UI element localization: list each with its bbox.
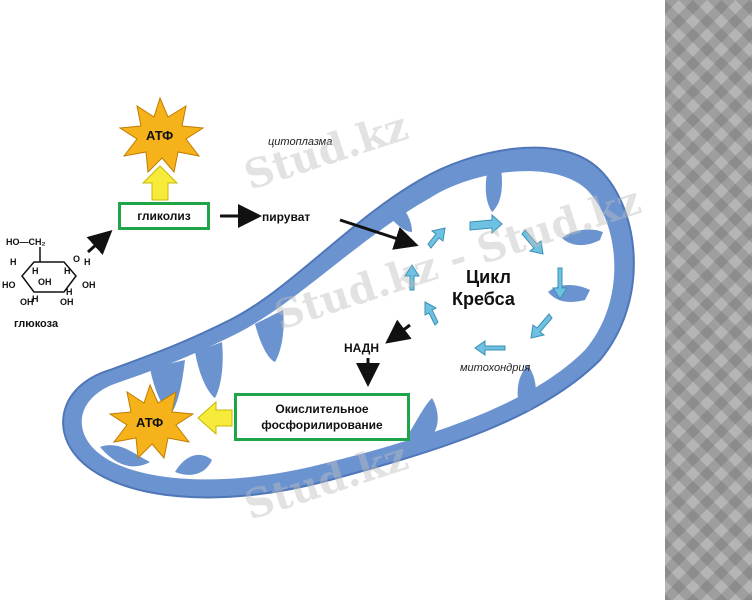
- glycolysis-box: гликолиз: [118, 202, 210, 230]
- glucose-h: H: [32, 294, 39, 304]
- crista: [100, 445, 150, 467]
- crista: [385, 200, 412, 232]
- black-arrows: [86, 204, 419, 387]
- glucose-o: O: [73, 254, 80, 264]
- crista: [150, 360, 185, 415]
- crista: [255, 310, 284, 362]
- glucose-structure: [21, 247, 77, 293]
- glucose-h: H: [64, 266, 71, 276]
- glucose-h: H: [66, 287, 73, 297]
- oxphos-label-line2: фосфорилирование: [261, 418, 383, 432]
- crista: [405, 398, 438, 440]
- atp-star-bottom: [108, 383, 195, 460]
- glucose-h: H: [10, 257, 17, 267]
- crista: [195, 342, 223, 398]
- glucose-ho: HO: [2, 280, 16, 290]
- glucose-oh: OH: [20, 297, 34, 307]
- glucose-oh: OH: [82, 280, 96, 290]
- krebs-cycle-arrows: [404, 213, 568, 356]
- oxphos-label-line1: Окислительное: [275, 402, 369, 416]
- pyruvate-label: пируват: [262, 210, 310, 224]
- crista: [485, 162, 503, 212]
- arrow-glycolysis-to-atp: [141, 165, 179, 201]
- crista: [562, 229, 603, 246]
- glucose-h: H: [32, 266, 39, 276]
- atp-star-top: [118, 96, 205, 174]
- glucose-oh: OH: [60, 297, 74, 307]
- nadh-label: НАДН: [344, 341, 379, 355]
- glucose-ho-ch2: HO—CH₂: [6, 237, 46, 247]
- crista: [517, 365, 536, 412]
- atp-bottom-label: АТФ: [136, 415, 163, 430]
- krebs-label-line2: Кребса: [452, 289, 516, 309]
- watermark-1: Stud.kz: [239, 103, 414, 200]
- glucose-oh: OH: [38, 277, 52, 287]
- glucose-h: H: [84, 257, 91, 267]
- cytoplasm-label: цитоплазма: [268, 136, 332, 148]
- mitochondria-label: митохондрия: [460, 362, 530, 374]
- glucose-label: глюкоза: [14, 318, 59, 330]
- krebs-label-line1: Цикл: [466, 267, 511, 287]
- atp-top-label: АТФ: [146, 128, 173, 143]
- arrow-oxphos-to-atp: [197, 400, 233, 436]
- crista: [175, 454, 212, 475]
- oxidative-phosphorylation-box: Окислительное фосфорилирование: [234, 393, 410, 441]
- side-pattern-strip: [665, 0, 752, 600]
- glycolysis-label: гликолиз: [137, 209, 191, 223]
